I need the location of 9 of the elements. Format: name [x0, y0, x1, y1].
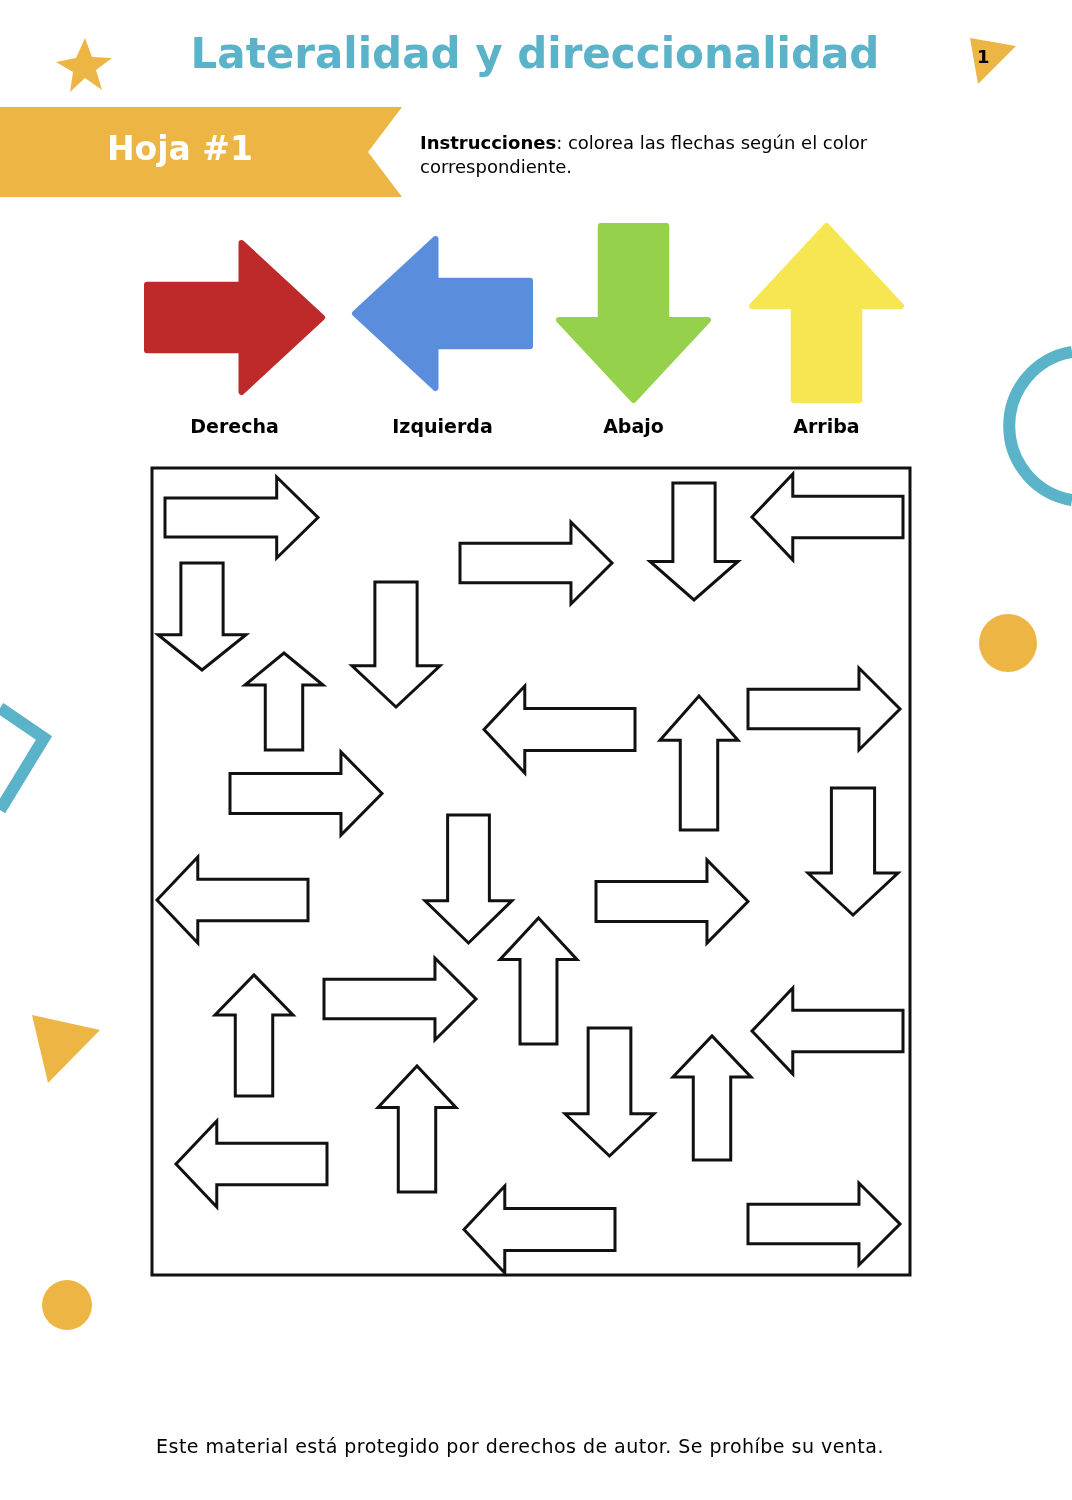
title: Lateralidad y direccionalidad	[189, 28, 881, 80]
sheet-heading: Hoja #1	[106, 128, 254, 170]
arrow-label: Arriba	[792, 414, 861, 439]
copyright-notice: Este material está protegido por derechos de autor. Se prohíbe su venta.	[155, 1434, 885, 1459]
instructions-text: Instrucciones: colorea las flechas según el color correspondiente.	[420, 131, 869, 179]
page-number: 1	[977, 45, 990, 69]
arrow-label: Derecha	[189, 414, 280, 439]
arrow-label: Abajo	[602, 414, 665, 439]
arrow-label: Izquierda	[391, 414, 494, 439]
